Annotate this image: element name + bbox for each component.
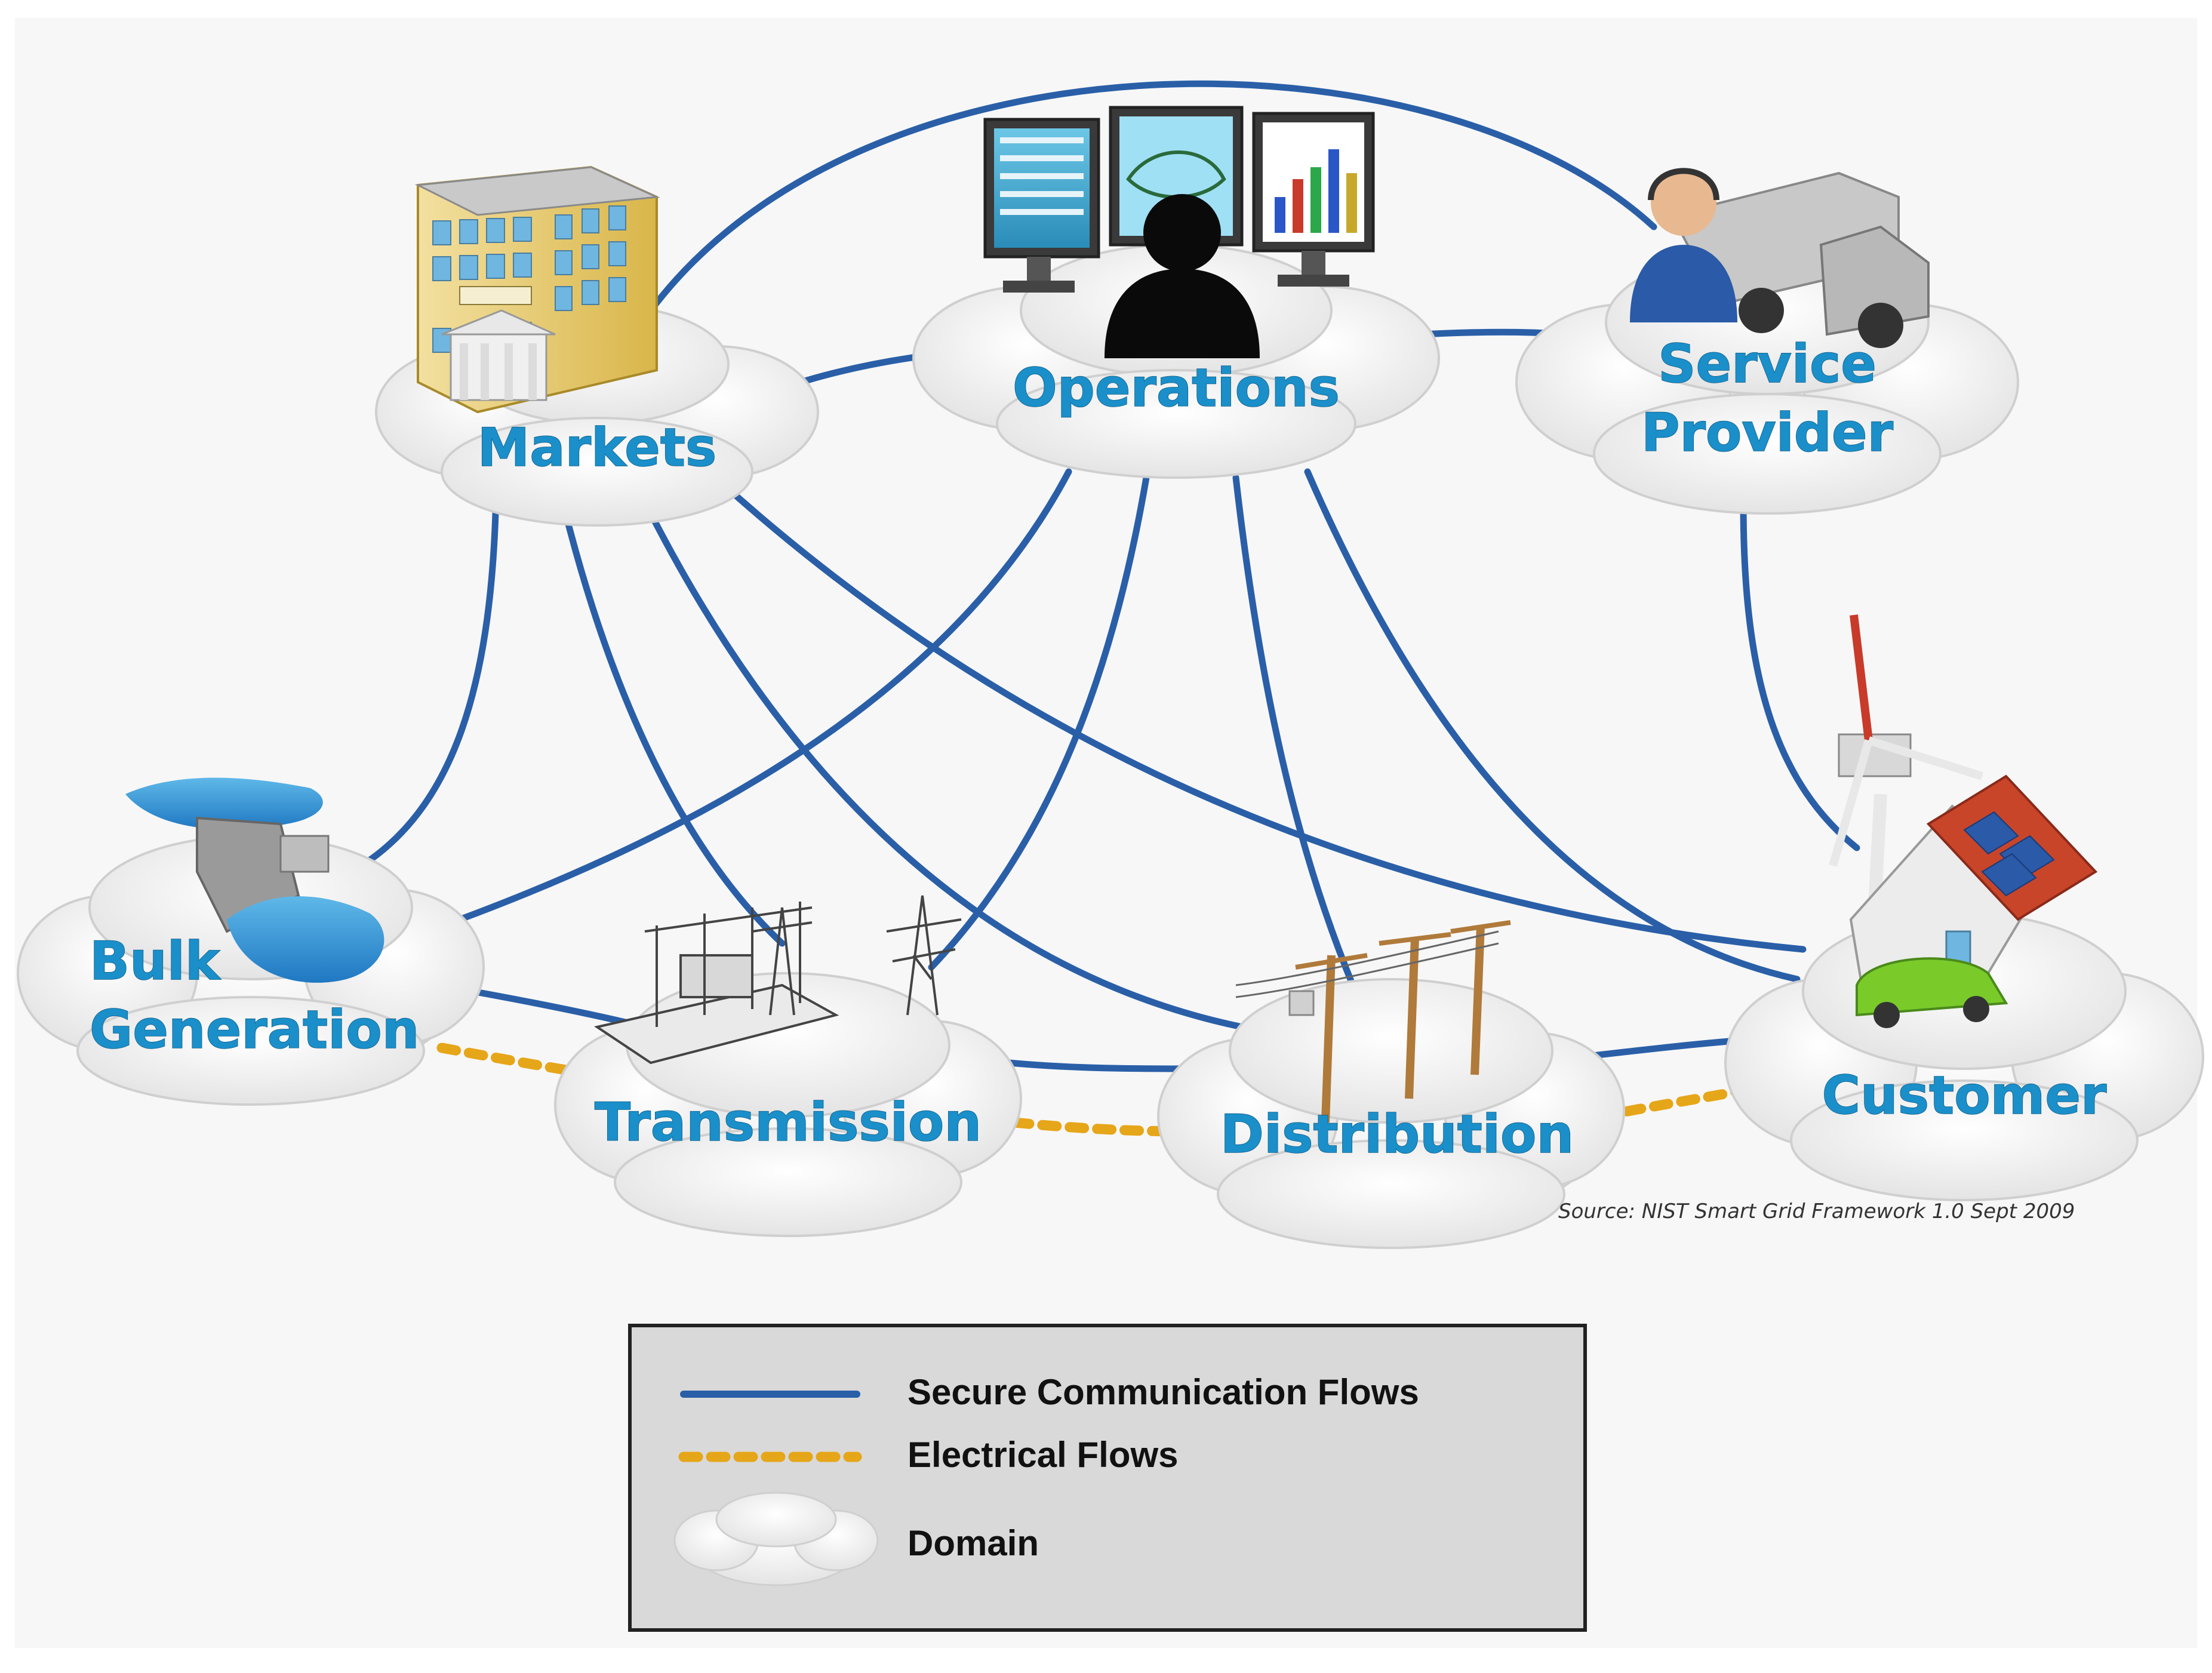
- legend: Secure Communication Flows Electrical Fl…: [628, 1324, 1587, 1632]
- flow-operations-transmission: [928, 474, 1150, 971]
- customer-house-icon: [1829, 614, 2098, 1028]
- flow-operations-bulk: [456, 468, 1072, 923]
- flow-markets-bulk: [367, 510, 499, 863]
- flow-serviceprovider-customer: [1740, 498, 1860, 851]
- flow-markets-customer: [719, 480, 1807, 953]
- label-service-provider-line2: Provider: [1641, 402, 1894, 463]
- flow-markets-serviceprovider: [647, 80, 1657, 314]
- flow-operations-distribution: [1232, 474, 1359, 995]
- label-service-provider-line1: Service: [1658, 333, 1876, 395]
- label-operations: Operations: [1013, 357, 1340, 419]
- transmission-tower-icon: [594, 895, 962, 1065]
- flow-markets-transmission: [564, 516, 786, 947]
- flow-operations-customer: [1304, 468, 1801, 983]
- legend-secure-label: Secure Communication Flows: [907, 1372, 1419, 1412]
- service-provider-icon: [1630, 168, 1930, 348]
- label-bulk-generation-line1: Bulk: [90, 930, 221, 992]
- markets-building-icon: [414, 165, 660, 414]
- label-transmission: Transmission: [595, 1091, 982, 1153]
- label-customer: Customer: [1822, 1065, 2108, 1126]
- cloud-distribution: [1157, 978, 1625, 1249]
- cloud-customer: [1724, 912, 2204, 1201]
- label-markets: Markets: [478, 417, 717, 478]
- distribution-poles-icon: [1235, 920, 1511, 1123]
- legend-domain-cloud-icon: [673, 1491, 879, 1586]
- label-distribution: Distribution: [1220, 1103, 1574, 1165]
- legend-electrical-label: Electrical Flows: [907, 1435, 1179, 1475]
- flow-markets-distribution: [647, 510, 1245, 1031]
- operations-monitors-icon: [983, 106, 1375, 358]
- source-note: Source: NIST Smart Grid Framework 1.0 Se…: [1558, 1200, 2075, 1223]
- legend-domain-label: Domain: [907, 1523, 1039, 1563]
- flow-transmission-distribution: [1005, 1059, 1198, 1072]
- secure-communication-flows: [367, 80, 1860, 1072]
- label-bulk-generation-line2: Generation: [90, 999, 419, 1060]
- bulk-generation-dam-icon: [125, 777, 384, 983]
